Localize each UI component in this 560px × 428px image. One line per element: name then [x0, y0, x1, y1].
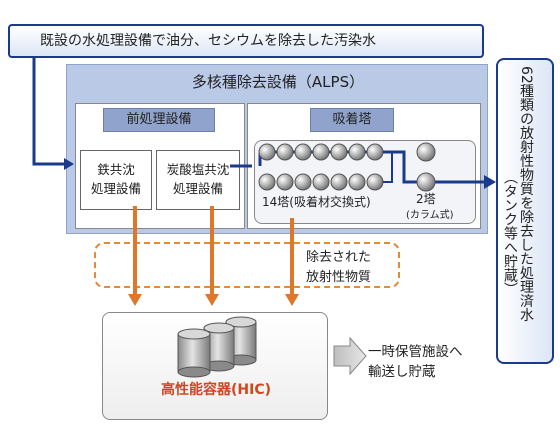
iron-coprecipitation-unit: 鉄共沈 処理設備 — [80, 150, 152, 210]
adsorption-tag: 吸着塔 — [310, 108, 394, 132]
removed-line1: 除去された — [306, 250, 372, 265]
alps-title: 多核種除去設備（ALPS） — [191, 73, 365, 91]
carbonate-coprecipitation-unit: 炭酸塩共沈 処理設備 — [156, 150, 240, 210]
pretreatment-tag: 前処理設備 — [103, 108, 215, 132]
removed-line2: 放射性物質 — [306, 270, 372, 285]
column-towers — [416, 142, 436, 192]
column-tower-label-1: 2塔 — [416, 192, 436, 206]
hic-label: 高性能容器(HIC) — [161, 382, 271, 398]
storage-line2: 輸送し貯蔵 — [368, 364, 436, 380]
removed-material-box — [94, 242, 400, 288]
waste-arrows — [133, 206, 294, 296]
adsorption-towers-top-row — [258, 143, 384, 161]
adsorption-towers-bottom-row — [258, 173, 384, 191]
contaminated-water-label: 既設の水処理設備で油分、セシウムを除去した汚染水 — [40, 33, 376, 49]
inflow-arrow-head — [64, 158, 74, 170]
treated-water-col1: 62種類の放射性物質を除去した処理済水 — [518, 66, 534, 322]
iron-unit-line2: 処理設備 — [90, 181, 141, 196]
column-tower-label-2: (カラム式) — [406, 208, 454, 221]
pretreatment-section: 前処理設備 鉄共沈 処理設備 炭酸塩共沈 処理設備 — [75, 103, 245, 229]
iron-unit-line1: 鉄共沈 — [97, 162, 135, 177]
contaminated-water-box: 既設の水処理設備で油分、セシウムを除去した汚染水 — [8, 24, 484, 58]
exchange-tower-label: 14塔(吸着材交換式) — [262, 194, 371, 209]
treated-water-col2: （タンク等へ貯蔵） — [502, 170, 518, 296]
tower-connector — [383, 151, 393, 183]
carbonate-unit-line1: 炭酸塩共沈 — [166, 162, 230, 177]
removed-material-text: 除去された 放射性物質 — [306, 248, 371, 288]
waste-arrow-heads — [128, 294, 299, 306]
carbonate-unit-line2: 処理設備 — [172, 181, 223, 196]
outflow-arrow-head — [484, 175, 496, 189]
inflow-arrow — [32, 58, 66, 166]
hic-cylinders — [177, 316, 257, 378]
storage-text: 一時保管施設へ 輸送し貯蔵 — [368, 342, 463, 382]
treated-water-box: 62種類の放射性物質を除去した処理済水 （タンク等へ貯蔵） — [496, 58, 554, 364]
transport-arrow — [333, 336, 367, 376]
storage-line1: 一時保管施設へ — [368, 344, 463, 360]
